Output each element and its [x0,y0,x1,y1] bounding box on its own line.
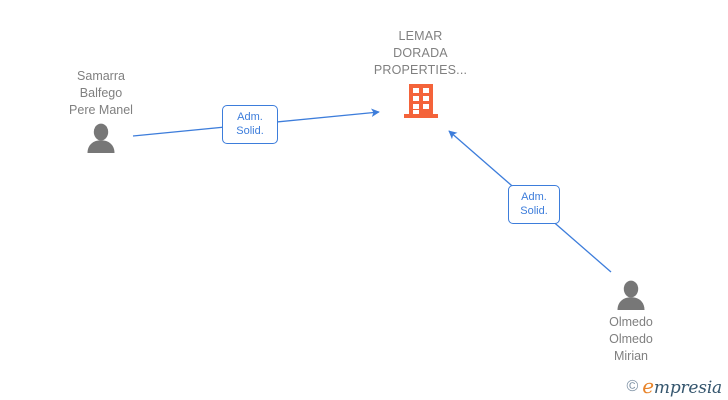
person-icon [617,280,645,310]
person-right-label: Olmedo Olmedo Mirian [609,315,653,363]
building-icon [403,84,438,118]
person-node-left[interactable]: Samarra Balfego Pere Manel [36,68,166,153]
copyright-icon: © [626,377,639,395]
person-icon [87,123,115,153]
company-icon-wrap [353,84,488,120]
company-title: LEMAR DORADA PROPERTIES... [373,29,468,77]
brand-logo: empresia [642,376,722,397]
company-node[interactable]: LEMAR DORADA PROPERTIES... [353,28,488,120]
relation-label-left[interactable]: Adm. Solid. [222,105,278,144]
person-left-icon-wrap [36,123,166,153]
person-left-label: Samarra Balfego Pere Manel [69,69,133,117]
brand-rest: mpresia [653,378,722,398]
brand-first-letter: e [642,374,654,398]
person-node-right[interactable]: Olmedo Olmedo Mirian [566,280,696,365]
relation-label-right[interactable]: Adm. Solid. [508,185,560,224]
person-right-icon-wrap [566,280,696,310]
watermark: © empresia [626,376,722,397]
